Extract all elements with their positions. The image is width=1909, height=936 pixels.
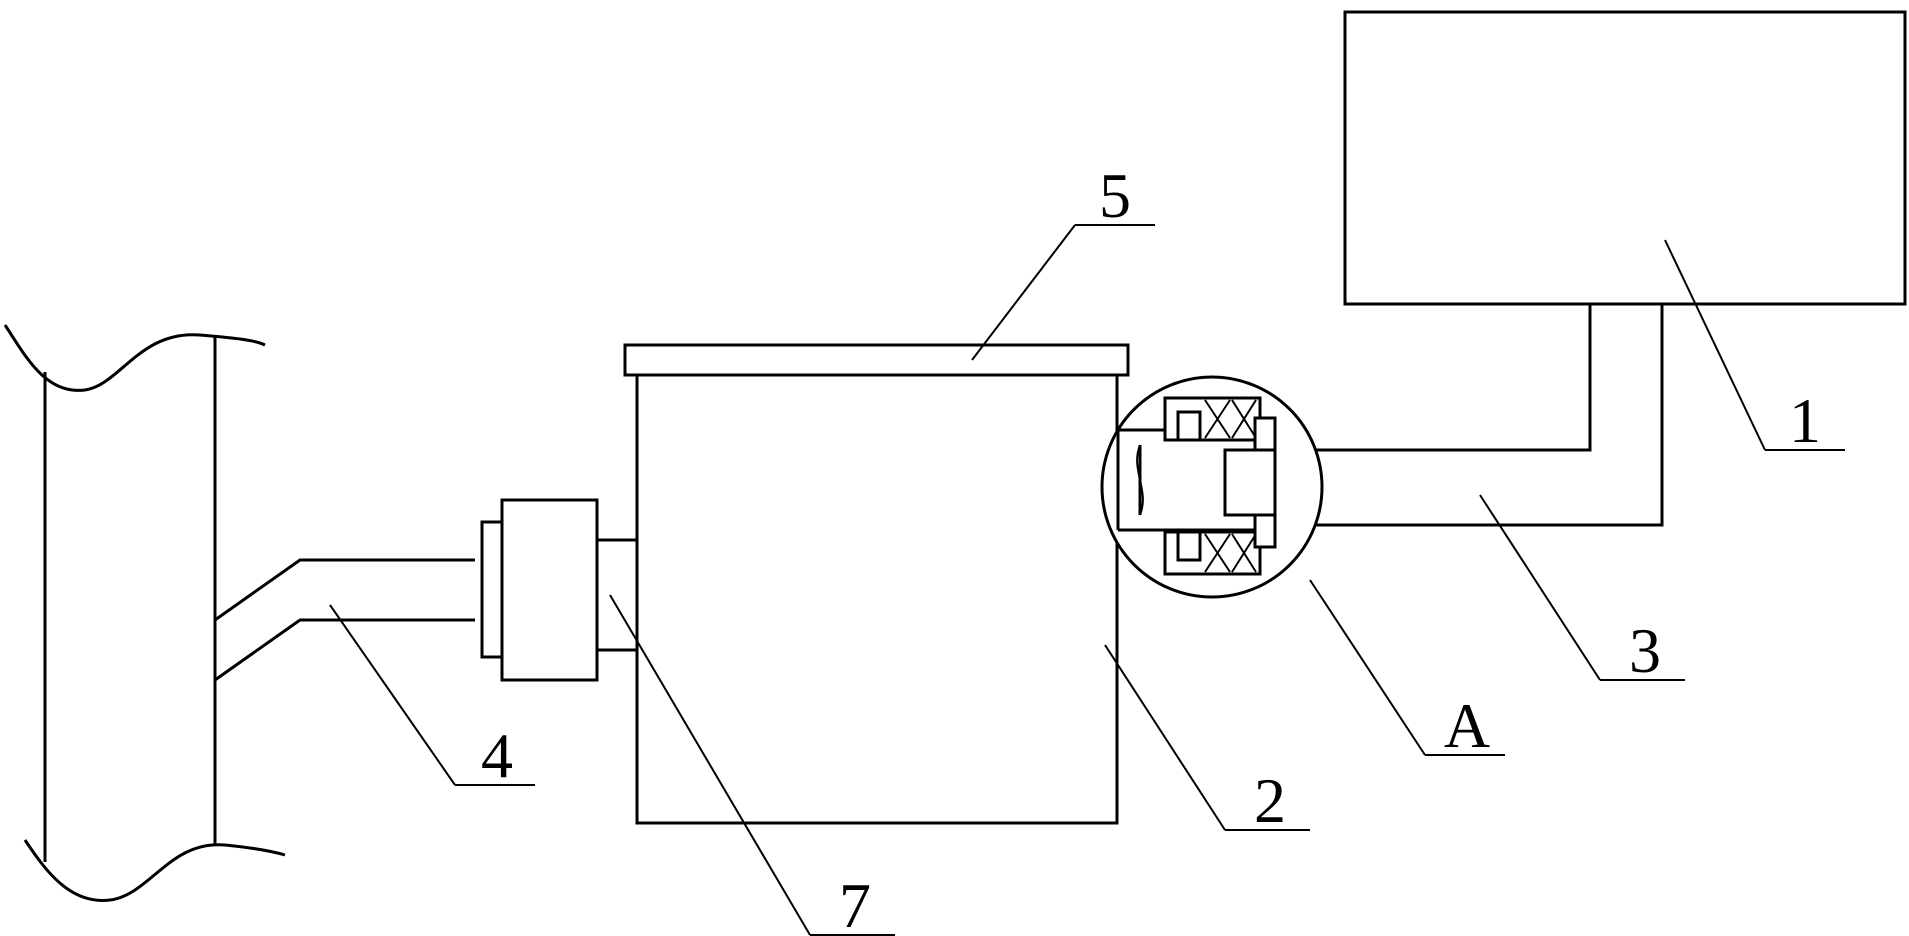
connector-part-7 xyxy=(595,538,639,652)
label-part-2: 2 xyxy=(1254,765,1286,836)
coupling xyxy=(480,498,599,682)
label-part-5: 5 xyxy=(1099,160,1131,231)
unit-box-part-1 xyxy=(1343,10,1907,306)
label-part-3: 3 xyxy=(1629,615,1661,686)
detail-a-assembly xyxy=(1100,375,1324,599)
label-detail-a: A xyxy=(1444,690,1490,761)
labels: 1 2 3 A 5 4 7 xyxy=(481,160,1821,936)
wall-column xyxy=(3,324,286,902)
leader-lines xyxy=(329,224,1845,936)
pipe-part-4 xyxy=(214,558,475,682)
label-part-4: 4 xyxy=(481,720,513,791)
tank-part-2 xyxy=(635,373,1119,825)
label-part-1: 1 xyxy=(1789,385,1821,456)
label-part-7: 7 xyxy=(839,870,871,936)
lid-part-5 xyxy=(623,343,1130,377)
